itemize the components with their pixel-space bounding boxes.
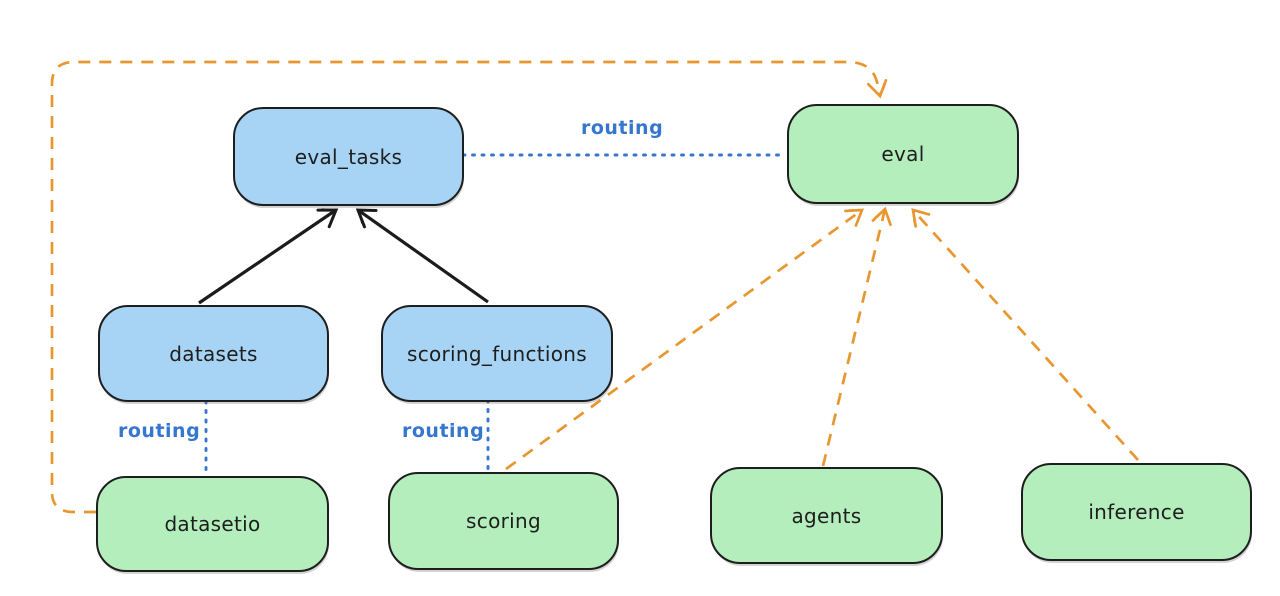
routing-label-datasets-datasetio: routing [118, 420, 201, 442]
node-datasets-label: datasets [169, 341, 258, 366]
edge-inference-to-eval [911, 208, 1140, 461]
routing-label-eval-tasks-eval: routing [581, 117, 664, 139]
node-inference: inference [1021, 463, 1252, 561]
node-eval-label: eval [881, 142, 925, 166]
node-eval: eval [787, 104, 1019, 204]
node-scoring-functions-label: scoring_functions [406, 341, 588, 366]
node-scoring-label: scoring [466, 509, 541, 533]
edge-agents-to-eval [821, 206, 892, 467]
node-eval-tasks: eval_tasks [233, 107, 464, 206]
node-eval-tasks-label: eval_tasks [294, 144, 403, 169]
node-datasetio: datasetio [96, 476, 329, 572]
node-datasets: datasets [98, 305, 329, 402]
edge-datasets-to-eval-tasks [198, 208, 339, 305]
node-scoring: scoring [388, 472, 619, 570]
edge-scoring-functions-to-eval-tasks [355, 208, 489, 304]
node-agents-label: agents [791, 503, 862, 528]
node-datasetio-label: datasetio [164, 512, 261, 536]
edge-scoring-to-eval [505, 208, 865, 471]
node-inference-label: inference [1088, 500, 1185, 524]
node-agents: agents [710, 467, 943, 564]
routing-label-scoring-functions-scoring: routing [402, 420, 485, 442]
node-scoring-functions: scoring_functions [381, 305, 613, 402]
